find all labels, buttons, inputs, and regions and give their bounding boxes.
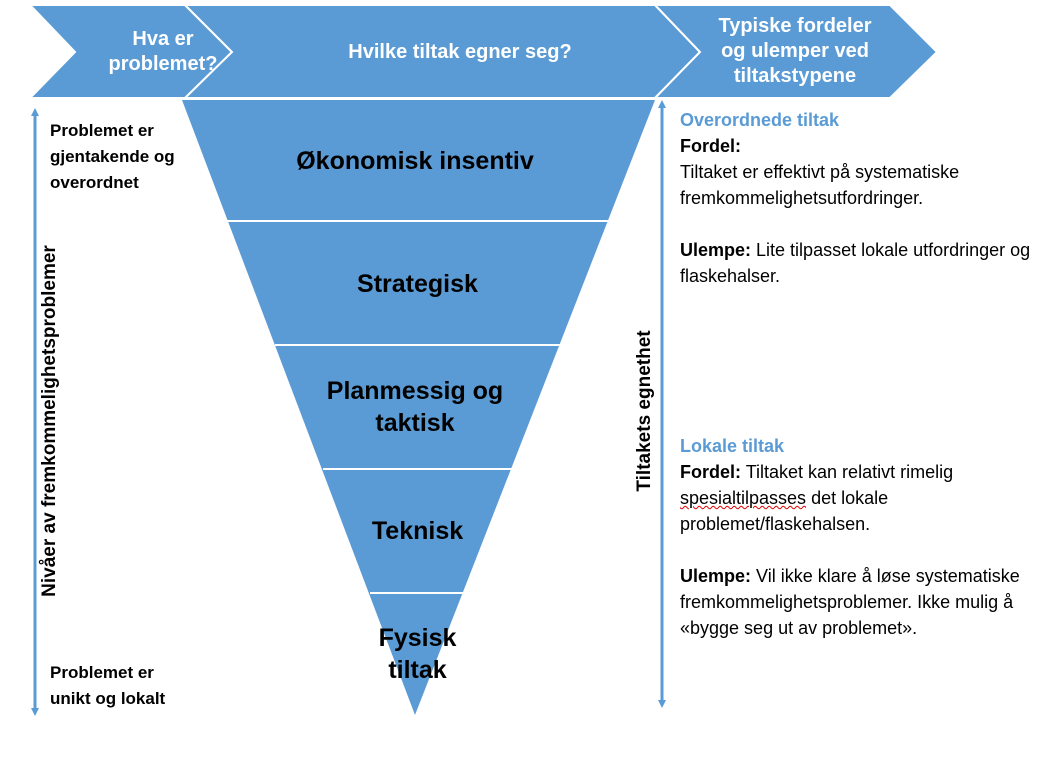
lokale-ulempe-label: Ulempe: (680, 566, 752, 586)
step2-label: Hvilke tiltak egner seg? (348, 41, 572, 63)
overordnede-title: Overordnede tiltak (680, 110, 840, 130)
lokale-fordel-text-spellcheck: spesialtilpasses (680, 488, 807, 508)
lokale-fordel-label: Fordel: (680, 462, 741, 482)
level-fysisk: Fysisk tiltak (378, 624, 457, 684)
level-teknisk: Teknisk (371, 517, 464, 545)
overordnede-ulempe-text: Lite tilpasset lokale utfordringer og fl… (680, 240, 1031, 286)
overordnede-ulempe-label: Ulempe: (680, 240, 752, 260)
lokale-title: Lokale tiltak (680, 436, 785, 456)
left-bottom-label: Problemet er unikt og lokalt (50, 663, 166, 708)
level-okonomisk: Økonomisk insentiv (296, 147, 534, 175)
overordnede-fordel-label: Fordel: (680, 136, 741, 156)
right-axis-label: Tiltakets egnethet (634, 330, 655, 492)
funnel-dividers (226, 220, 608, 594)
lokale-fordel-text-end: det lokale problemet/flaskehalsen. (680, 488, 889, 534)
overordnede-fordel-text: Tiltaket er effektivt på systematiske fr… (680, 162, 960, 208)
overordnede-block: Overordnede tiltak Fordel: Tiltaket er e… (680, 107, 1050, 289)
left-top-label: Problemet er gjentakende og overordnet (50, 121, 175, 192)
lokale-fordel-text: Tiltaket kan relativt rimelig (745, 462, 954, 482)
level-planmessig: Planmessig og taktisk (326, 377, 504, 437)
lokale-ulempe-text: Vil ikke klare å løse systematiske fremk… (680, 566, 1020, 638)
level-strategisk: Strategisk (357, 270, 478, 298)
funnel-triangle (182, 100, 655, 715)
step1-label: Hva er problemet? (108, 28, 218, 75)
left-axis-label: Nivåer av fremkommelighetsproblemer (39, 245, 60, 597)
chevron-step3 (652, 4, 939, 99)
lokale-block: Lokale tiltak Fordel: Tiltaket kan relat… (680, 433, 1020, 641)
step3-label: Typiske fordeler og ulemper ved tiltakst… (718, 15, 872, 87)
